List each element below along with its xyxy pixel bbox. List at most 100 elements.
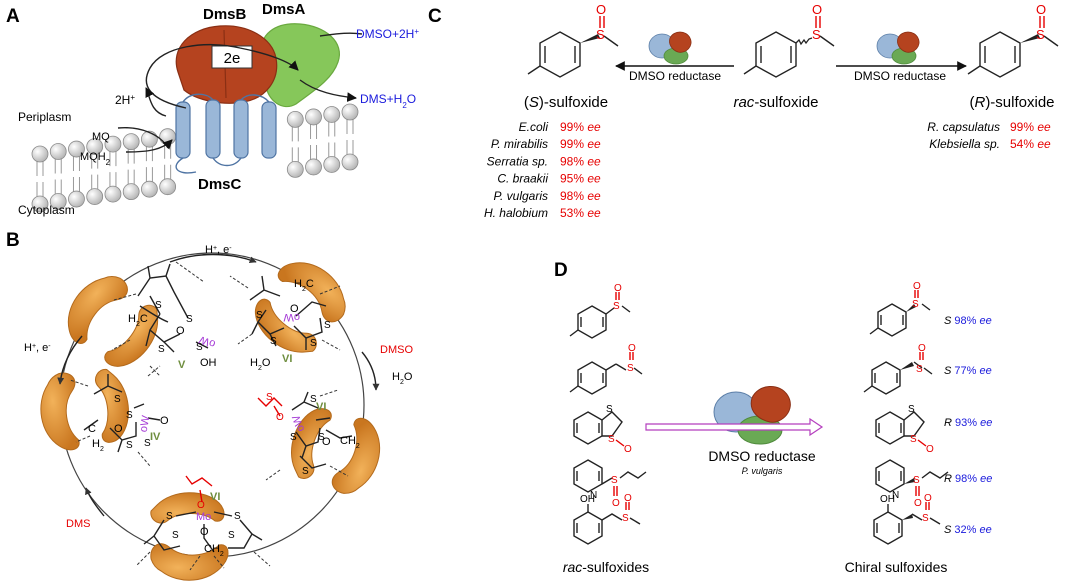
svg-text:S: S <box>196 342 203 353</box>
svg-text:OH: OH <box>880 494 895 505</box>
periplasm-label: Periplasm <box>18 110 71 124</box>
svg-text:O: O <box>624 493 632 504</box>
lipid-head <box>141 130 158 148</box>
enzyme-lobe <box>254 262 346 353</box>
r-sulfoxide-structure: S O <box>967 2 1059 78</box>
enzyme-label-c-right: DMSO reductase <box>854 69 946 83</box>
svg-text:S: S <box>114 394 121 405</box>
panel-c-letter: C <box>428 6 442 27</box>
svg-text:S: S <box>126 410 133 421</box>
lipid-head <box>68 140 85 158</box>
svg-text:S: S <box>1036 27 1045 42</box>
svg-text:CH2: CH2 <box>204 543 224 558</box>
panel-b-letter: B <box>6 230 20 251</box>
svg-text:O: O <box>200 526 209 538</box>
product-ee-label: S 32% ee <box>944 524 992 536</box>
lipid-head <box>122 183 140 201</box>
enzyme-icon-c-right <box>876 31 920 65</box>
dmsc-subunit <box>175 93 277 174</box>
svg-text:O: O <box>276 412 284 423</box>
svg-text:H2: H2 <box>92 438 104 453</box>
svg-text:S: S <box>302 466 309 477</box>
lipid-head <box>323 106 341 123</box>
panel-a: A 2e DmsB DmsA DmsC 2H+ DMSO+ <box>6 1 419 217</box>
substrate-1: S O <box>569 283 631 339</box>
lipid-head <box>159 128 177 146</box>
dmsc-label: DmsC <box>198 176 242 193</box>
svg-text:S: S <box>622 513 629 524</box>
svg-text:O: O <box>596 2 606 17</box>
electron-label: 2e <box>224 50 241 67</box>
lipid-bilayer <box>31 103 359 213</box>
mqh2-arrow <box>125 139 173 153</box>
organism-label: E.coli <box>519 120 549 134</box>
conversion-arrow <box>645 417 824 437</box>
ee-value: 99% ee <box>560 137 601 151</box>
product-ee-label: S 77% ee <box>944 365 992 377</box>
mq-label: MQ <box>92 131 110 143</box>
svg-text:O: O <box>176 325 185 337</box>
svg-text:S: S <box>608 434 615 445</box>
substrate-4: N S O <box>573 459 647 509</box>
svg-text:O: O <box>918 343 926 354</box>
svg-text:O: O <box>612 498 620 509</box>
product-3: S S O <box>875 404 934 455</box>
organism-label: P. mirabilis <box>491 137 548 151</box>
protons-label: 2H+ <box>115 93 135 108</box>
lipid-head <box>104 135 122 153</box>
svg-text:O: O <box>197 500 205 511</box>
s-sulfoxide-label: (S)-sulfoxide <box>524 94 608 111</box>
panel-b: B H+, e- H+, e- DMSO H2O DMS H2C O S S S… <box>6 230 413 581</box>
lipid-head <box>159 178 177 196</box>
svg-text:S: S <box>290 432 297 443</box>
product-ee-label: S 98% ee <box>944 315 992 327</box>
dmsb-label: DmsB <box>203 6 247 23</box>
proton-release-arrow <box>145 87 167 117</box>
lipid-head <box>49 143 67 160</box>
svg-text:S: S <box>613 301 620 312</box>
cycle-arrow-top <box>169 253 257 264</box>
svg-text:S: S <box>158 344 165 355</box>
svg-text:H2C: H2C <box>294 278 314 293</box>
svg-text:O: O <box>114 423 123 435</box>
enzyme-lobe <box>150 492 229 581</box>
enzyme-label-c-left: DMSO reductase <box>629 69 721 83</box>
organism-label: P. vulgaris <box>494 189 548 203</box>
substrate-5: OH S O <box>573 493 641 545</box>
svg-text:CH2: CH2 <box>340 435 360 450</box>
svg-text:O: O <box>628 343 636 354</box>
cycle-arrow-bottom <box>85 487 105 517</box>
svg-text:O: O <box>926 444 934 455</box>
ee-value: 99% ee <box>560 120 601 134</box>
svg-text:S: S <box>310 338 317 349</box>
lipid-head <box>86 188 104 205</box>
mo-center-vi-a: oW <box>283 311 300 323</box>
rac-sulfoxide-structure: S O <box>743 2 835 78</box>
enzyme-lobes <box>40 262 381 581</box>
svg-text:O: O <box>914 498 922 509</box>
product-ee-label: R 98% ee <box>944 473 992 485</box>
ee-value: 99% ee <box>1010 120 1051 134</box>
cycle-label-top: H+, e- <box>205 244 232 256</box>
svg-text:S: S <box>126 440 133 451</box>
dmso-in-line <box>319 32 363 37</box>
cytoplasm-label: Cytoplasm <box>18 203 75 217</box>
oxidation-state-vi-c: VI <box>210 491 220 503</box>
lipid-head <box>305 108 322 126</box>
svg-text:S: S <box>812 27 821 42</box>
product-ee-label: R 93% ee <box>944 417 992 429</box>
ee-value: 54% ee <box>1010 137 1051 151</box>
organism-label: C. braakii <box>497 172 548 186</box>
product-4: N S O <box>875 459 949 509</box>
svg-text:O: O <box>322 436 331 448</box>
mqh2-label: MQH2 <box>80 151 111 167</box>
mo-complex-vi-c: O S S S S Mo O CH2 VI <box>135 475 271 571</box>
r-sulfoxide-label: (R)-sulfoxide <box>969 94 1054 111</box>
ee-value: 53% ee <box>560 206 601 220</box>
organism-label: H. halobium <box>484 206 548 220</box>
dms-out-label: DMS+H2O <box>360 92 416 110</box>
left-caption-d: rac-sulfoxides <box>563 559 649 575</box>
lipid-head <box>31 195 49 213</box>
